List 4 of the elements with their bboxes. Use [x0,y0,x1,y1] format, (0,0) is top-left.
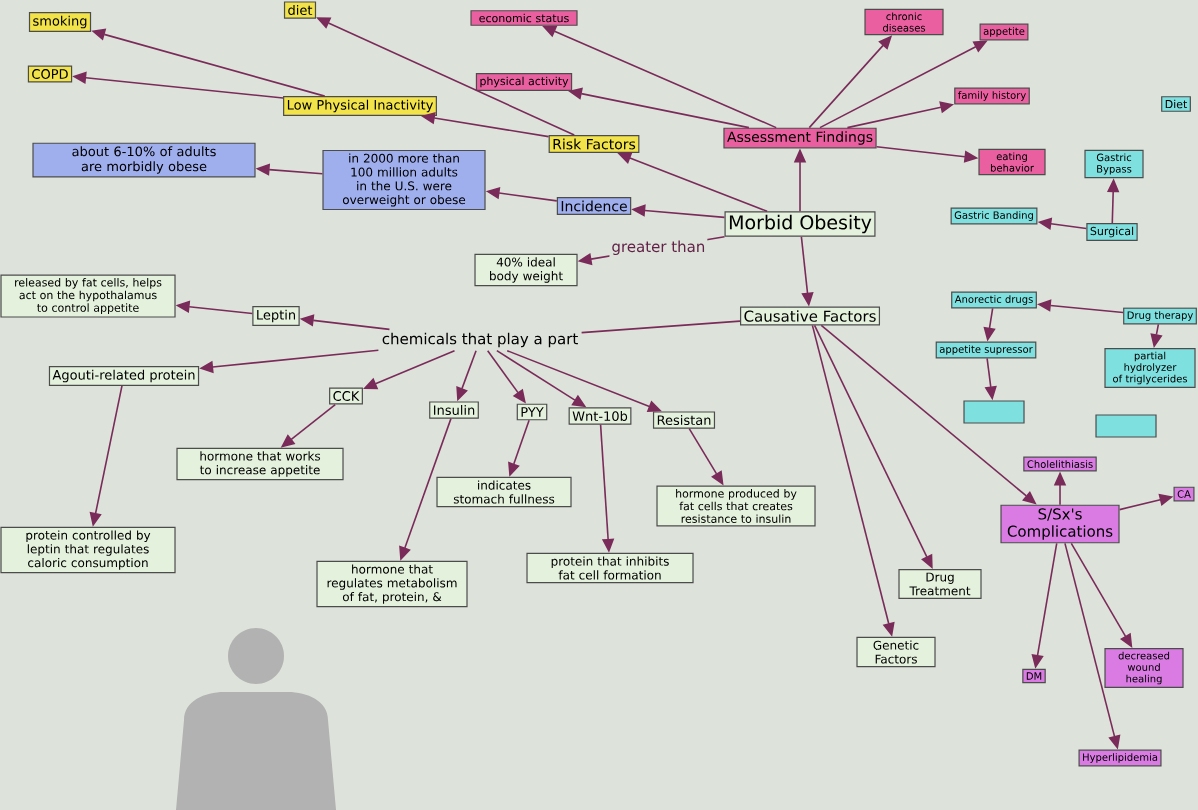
empty-box [963,400,1025,424]
arrow [1070,542,1133,648]
empty-box [1095,414,1157,438]
concept-box: Morbid Obesity [724,211,876,237]
